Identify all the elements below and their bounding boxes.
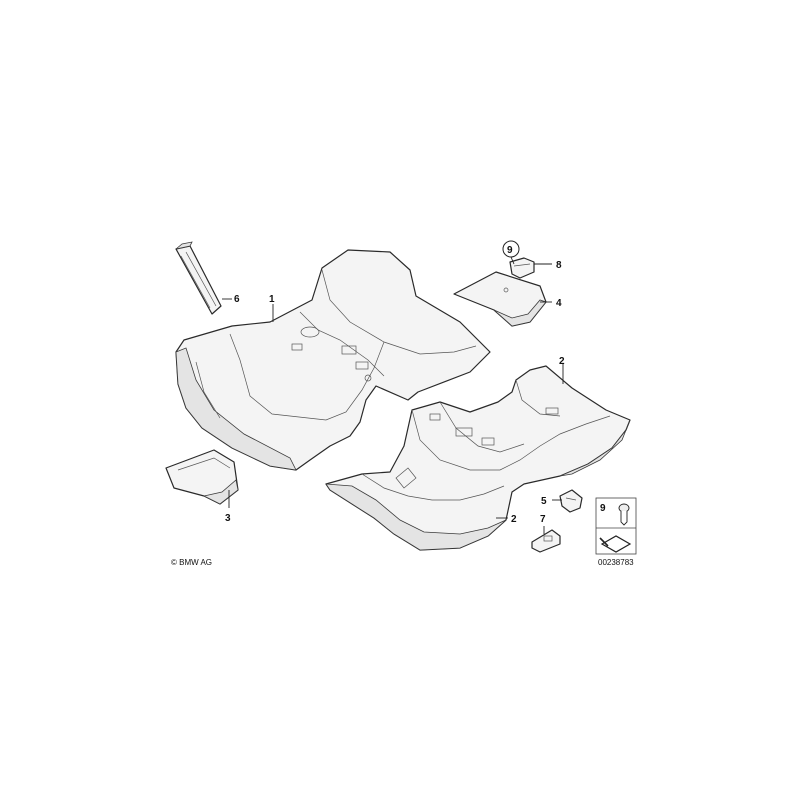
callout-7: 7: [540, 514, 546, 525]
copyright: © BMW AG: [171, 558, 212, 567]
part-6-strip-mat[interactable]: [175, 241, 222, 315]
callout-3: 3: [225, 513, 231, 524]
install-arrow-icon: [599, 535, 632, 553]
callout-5: 5: [541, 496, 547, 507]
legend-number-9: 9: [600, 503, 606, 514]
legend-box-item-9: 9: [595, 497, 637, 555]
part-8-bracket[interactable]: [509, 257, 535, 279]
callout-1: 1: [269, 294, 275, 305]
part-4-cover-mat[interactable]: [453, 271, 547, 327]
diagram-number: 00238783: [598, 558, 634, 567]
part-1-front-floor-covering[interactable]: [175, 249, 491, 471]
callout-2-lower: 2: [511, 514, 517, 525]
callout-9-circle: [502, 240, 520, 258]
callout-6: 6: [234, 294, 240, 305]
callout-9: 9: [507, 245, 513, 256]
callout-8: 8: [556, 260, 562, 271]
push-clip-icon: [618, 503, 630, 526]
part-3-small-mat[interactable]: [165, 449, 239, 505]
callout-2-upper: 2: [559, 356, 565, 367]
callout-4: 4: [556, 298, 562, 309]
callouts: 6 1 2 2 3 4 5 7 8 9: [225, 240, 565, 525]
part-7-retainer[interactable]: [531, 529, 561, 553]
part-5-clip[interactable]: [559, 489, 583, 513]
leader-lines: [222, 256, 564, 534]
part-2-rear-floor-covering[interactable]: [325, 365, 631, 551]
